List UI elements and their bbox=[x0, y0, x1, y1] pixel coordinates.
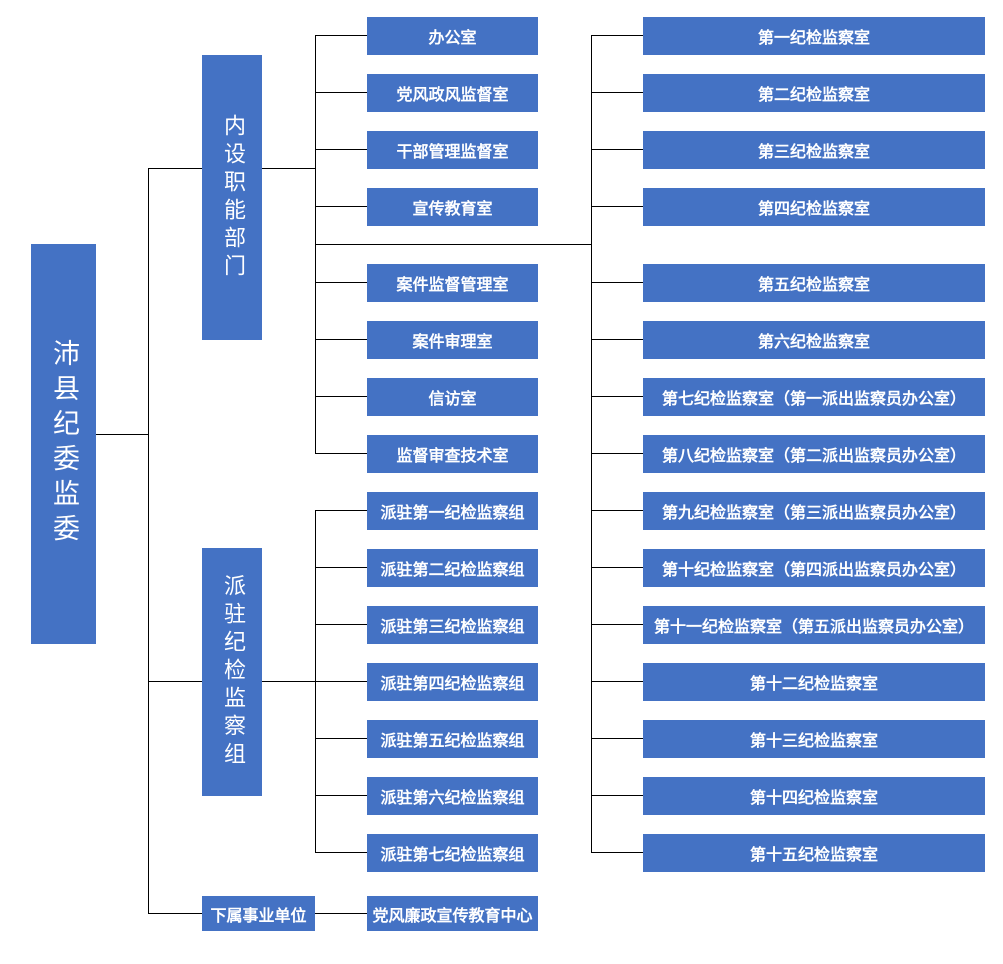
connector-line bbox=[96, 434, 148, 435]
connector-line bbox=[591, 282, 643, 283]
inspection-office-node: 第十一纪检监察室（第五派出监察员办公室） bbox=[643, 606, 985, 644]
connector-line bbox=[591, 206, 643, 207]
category-internal: 内设职能部门 bbox=[202, 55, 262, 340]
connector-line bbox=[315, 35, 367, 36]
connector-line bbox=[315, 567, 367, 568]
inspection-office-node: 第七纪检监察室（第一派出监察员办公室） bbox=[643, 378, 985, 416]
category-stationed: 派驻纪检监察组 bbox=[202, 548, 262, 796]
internal-office-node: 宣传教育室 bbox=[367, 188, 538, 226]
connector-line bbox=[591, 567, 643, 568]
internal-office-node: 党风政风监督室 bbox=[367, 74, 538, 112]
internal-office-node: 案件审理室 bbox=[367, 321, 538, 359]
inspection-office-node: 第三纪检监察室 bbox=[643, 131, 985, 169]
inspection-office-node: 第十纪检监察室（第四派出监察员办公室） bbox=[643, 549, 985, 587]
connector-line bbox=[315, 149, 367, 150]
stationed-group-node: 派驻第四纪检监察组 bbox=[367, 663, 538, 701]
internal-office-node: 办公室 bbox=[367, 17, 538, 55]
connector-line bbox=[315, 738, 367, 739]
inspection-office-node: 第十五纪检监察室 bbox=[643, 834, 985, 872]
connector-line bbox=[315, 206, 367, 207]
connector-line bbox=[591, 35, 643, 36]
connector-line bbox=[591, 453, 643, 454]
stationed-group-node: 派驻第六纪检监察组 bbox=[367, 777, 538, 815]
inspection-office-node: 第十二纪检监察室 bbox=[643, 663, 985, 701]
stationed-group-node: 派驻第二纪检监察组 bbox=[367, 549, 538, 587]
connector-line bbox=[591, 35, 592, 853]
connector-line bbox=[148, 913, 202, 914]
affiliated-unit-node: 党风廉政宣传教育中心 bbox=[367, 896, 538, 931]
connector-line bbox=[591, 624, 643, 625]
connector-line bbox=[315, 795, 367, 796]
connector-line bbox=[591, 339, 643, 340]
inspection-office-node: 第二纪检监察室 bbox=[643, 74, 985, 112]
connector-line bbox=[591, 92, 643, 93]
internal-office-node: 监督审查技术室 bbox=[367, 435, 538, 473]
stationed-group-node: 派驻第三纪检监察组 bbox=[367, 606, 538, 644]
inspection-office-node: 第五纪检监察室 bbox=[643, 264, 985, 302]
inspection-office-node: 第十三纪检监察室 bbox=[643, 720, 985, 758]
connector-line bbox=[315, 396, 367, 397]
category-affiliated: 下属事业单位 bbox=[202, 896, 315, 931]
connector-line bbox=[315, 913, 367, 914]
connector-line bbox=[148, 168, 202, 169]
connector-line bbox=[591, 681, 643, 682]
connector-line bbox=[591, 738, 643, 739]
connector-line bbox=[591, 795, 643, 796]
connector-line bbox=[315, 92, 367, 93]
inspection-office-node: 第六纪检监察室 bbox=[643, 321, 985, 359]
connector-line bbox=[315, 453, 367, 454]
connector-line bbox=[591, 852, 643, 853]
connector-line bbox=[262, 168, 315, 169]
stationed-group-node: 派驻第一纪检监察组 bbox=[367, 492, 538, 530]
connector-line bbox=[315, 339, 367, 340]
connector-line bbox=[262, 681, 315, 682]
inspection-office-node: 第四纪检监察室 bbox=[643, 188, 985, 226]
inspection-office-node: 第一纪检监察室 bbox=[643, 17, 985, 55]
internal-office-node: 信访室 bbox=[367, 378, 538, 416]
connector-line bbox=[315, 852, 367, 853]
connector-line bbox=[148, 681, 202, 682]
connector-line bbox=[315, 681, 367, 682]
connector-line bbox=[315, 624, 367, 625]
connector-line bbox=[315, 244, 591, 245]
inspection-office-node: 第九纪检监察室（第三派出监察员办公室） bbox=[643, 492, 985, 530]
root-node: 沛县纪委监委 bbox=[31, 244, 96, 644]
stationed-group-node: 派驻第七纪检监察组 bbox=[367, 834, 538, 872]
connector-line bbox=[591, 510, 643, 511]
connector-line bbox=[148, 168, 149, 913]
inspection-office-node: 第十四纪检监察室 bbox=[643, 777, 985, 815]
internal-office-node: 干部管理监督室 bbox=[367, 131, 538, 169]
connector-line bbox=[591, 396, 643, 397]
inspection-office-node: 第八纪检监察室（第二派出监察员办公室） bbox=[643, 435, 985, 473]
connector-line bbox=[315, 282, 367, 283]
connector-line bbox=[315, 510, 367, 511]
internal-office-node: 案件监督管理室 bbox=[367, 264, 538, 302]
stationed-group-node: 派驻第五纪检监察组 bbox=[367, 720, 538, 758]
connector-line bbox=[591, 149, 643, 150]
